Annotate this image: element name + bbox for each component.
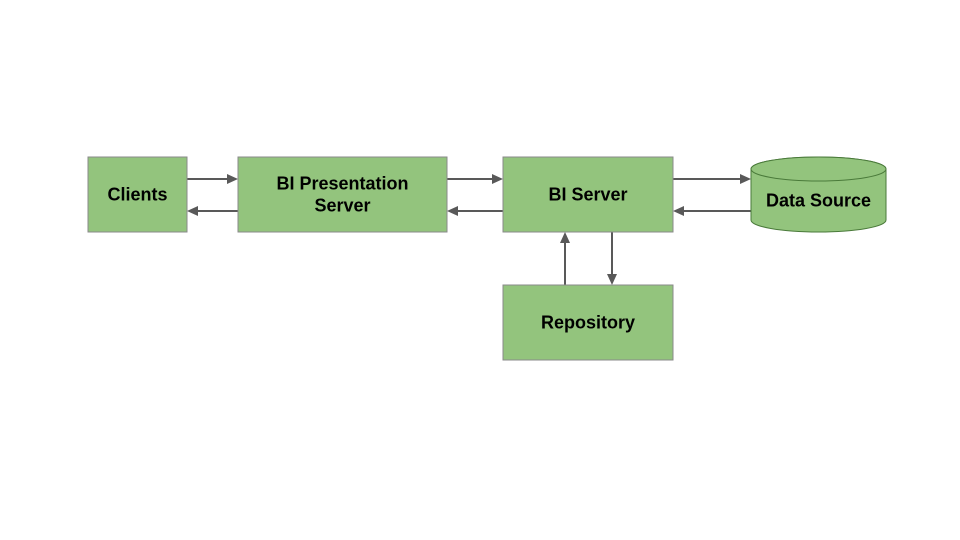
arrow-head [187, 206, 198, 216]
node-data-source: Data Source [750, 156, 887, 233]
arrow-bi-server-to-repository [607, 232, 617, 285]
node-label-line: BI Presentation [276, 174, 408, 194]
node-label: Clients [107, 185, 167, 205]
node-bi-server: BI Server [502, 156, 674, 233]
node-label: Data Source [766, 191, 871, 211]
cylinder-top [750, 156, 887, 182]
node-clients: Clients [87, 156, 188, 233]
node-box [502, 284, 674, 361]
arrow-head [607, 274, 617, 285]
node-label-line: Data Source [766, 191, 871, 211]
node-repository: Repository [502, 284, 674, 361]
node-label: BI Server [548, 185, 627, 205]
node-label-line: Clients [107, 185, 167, 205]
arrow-presentation-server-to-clients [187, 206, 238, 216]
edges-layer [187, 174, 751, 285]
arrow-repository-to-bi-server [560, 232, 570, 285]
arrow-bi-server-to-data-source [673, 174, 751, 184]
node-box [502, 156, 674, 233]
arrow-head [673, 206, 684, 216]
arrow-data-source-to-bi-server [673, 206, 751, 216]
arrow-head [560, 232, 570, 243]
arrow-presentation-server-to-bi-server [447, 174, 503, 184]
arrow-head [447, 206, 458, 216]
arrow-head [740, 174, 751, 184]
node-box [237, 156, 448, 233]
node-label-line: Server [314, 196, 370, 216]
node-label-line: Repository [541, 313, 635, 333]
arrow-head [227, 174, 238, 184]
node-label: Repository [541, 313, 635, 333]
node-label-line: BI Server [548, 185, 627, 205]
arrow-clients-to-presentation-server [187, 174, 238, 184]
arrow-head [492, 174, 503, 184]
node-box [87, 156, 188, 233]
arrow-bi-server-to-presentation-server [447, 206, 503, 216]
